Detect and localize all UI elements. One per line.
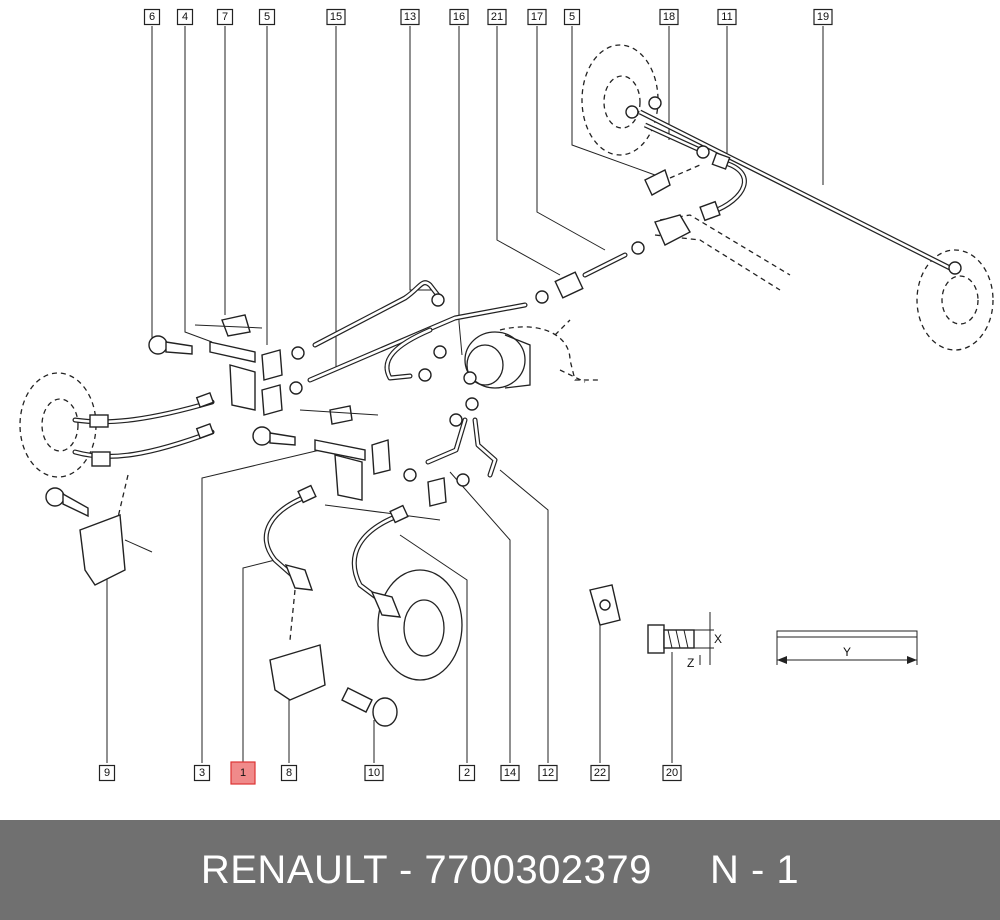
rear-right-wheel [581,44,659,156]
callout-label: 7 [222,11,228,23]
callout-label: 19 [817,11,829,23]
callout-label: 5 [569,11,575,23]
callout-label: 5 [264,11,270,23]
rigid-pipes [289,280,528,487]
callout-top-5: 5 [563,8,581,26]
callout-top-13: 13 [400,8,420,26]
dim-x-label: X [714,632,722,646]
callout-label: 11 [721,11,732,23]
front-hoses [72,392,409,641]
leader-lines [106,26,824,763]
front-right-wheel [377,569,463,681]
callout-label: 12 [542,767,554,779]
callout-bottom-9: 9 [98,764,116,782]
footer-banner: RENAULT - 7700302379 N - 1 [0,820,1000,920]
callout-label: 14 [504,767,516,779]
rear-left-wheel [916,249,994,351]
callout-label: 21 [491,11,503,23]
fitting-20: X Z [647,612,722,670]
footer-part-text: RENAULT - 7700302379 N - 1 [200,847,800,892]
callout-bottom-10: 10 [364,764,384,782]
callout-label: 2 [464,767,470,779]
callout-bottom-12: 12 [538,764,558,782]
callout-label: 18 [663,11,675,23]
callout-label: 17 [531,11,543,23]
callout-bottom-1: 1 [230,761,256,785]
callout-top-6: 6 [143,8,161,26]
clip-22 [589,584,621,626]
callout-bottom-14: 14 [500,764,520,782]
callout-label: 10 [368,767,380,779]
callout-label: 6 [149,11,155,23]
callout-label: 13 [404,11,416,23]
callout-label: 9 [104,767,110,779]
callout-bottom-3: 3 [193,764,211,782]
callout-top-5: 5 [258,8,276,26]
callout-bottom-22: 22 [590,764,610,782]
callout-label: 4 [182,11,188,23]
rear-axle-assembly [535,96,962,304]
dim-z-label: Z [687,656,694,670]
callout-top-15: 15 [326,8,346,26]
callout-bottom-20: 20 [662,764,682,782]
callout-bottom-2: 2 [458,764,476,782]
front-brackets [148,314,447,521]
callout-top-11: 11 [717,8,737,26]
scale-label-y: Y [843,645,851,659]
callout-top-16: 16 [449,8,469,26]
front-left-wheel [19,372,97,478]
callout-top-19: 19 [813,8,833,26]
exploded-parts-diagram: X Z Y 6475151316211751811199318102141222… [19,8,994,785]
callout-top-17: 17 [527,8,547,26]
scale-bar: Y [776,630,918,665]
callout-label: 20 [666,767,678,779]
bolt-10 [341,687,398,727]
bracket-8 [269,644,326,701]
callout-label: 16 [453,11,465,23]
callout-label: 22 [594,767,606,779]
brake-compensator [418,319,600,389]
callout-label: 15 [330,11,342,23]
callout-top-7: 7 [216,8,234,26]
callout-top-18: 18 [659,8,679,26]
callout-label: 8 [286,767,292,779]
callout-label: 1 [240,767,246,779]
callout-label: 3 [199,767,205,779]
callout-top-21: 21 [487,8,507,26]
callout-bottom-8: 8 [280,764,298,782]
bracket-9 [45,487,153,586]
callout-top-4: 4 [176,8,194,26]
